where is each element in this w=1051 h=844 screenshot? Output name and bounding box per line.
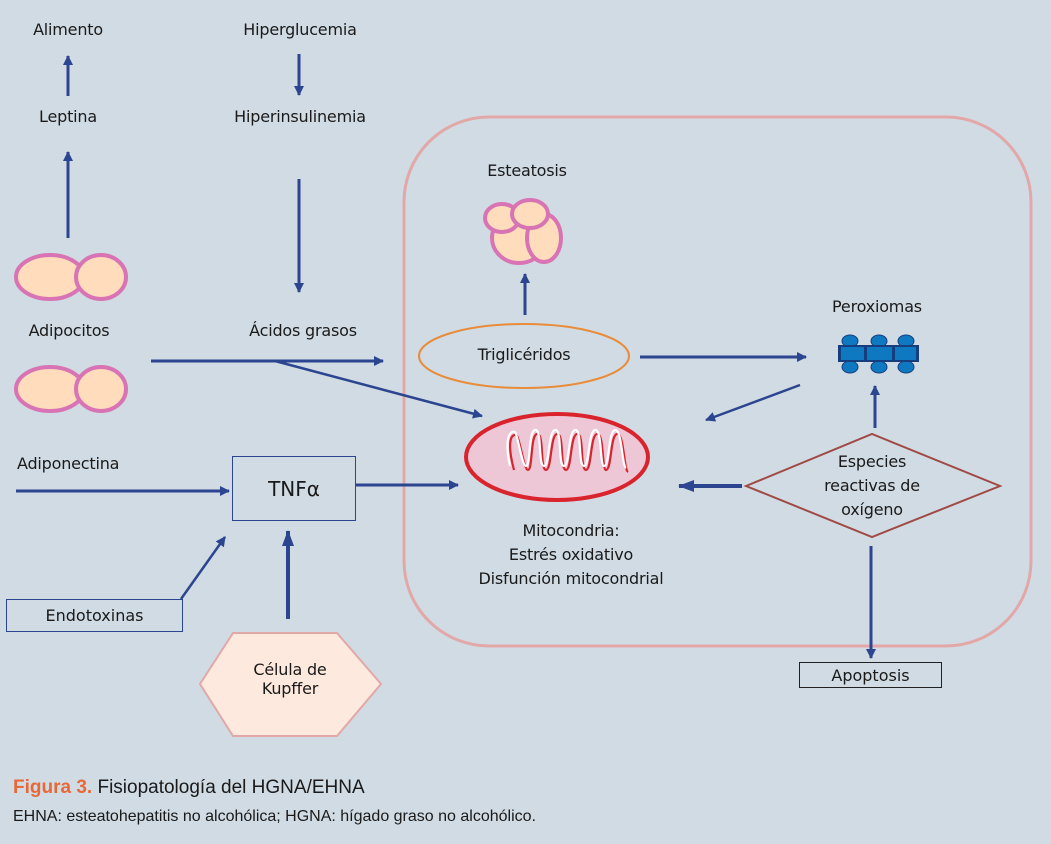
- figure-caption-title: Figura 3. Fisiopatología del HGNA/EHNA: [13, 777, 365, 799]
- hepatocyte-boundary: [402, 115, 1033, 648]
- figure-title: Fisiopatología del HGNA/EHNA: [92, 777, 365, 798]
- label-mito-line-2: Estrés oxidativo: [508, 545, 634, 564]
- label-hiperinsulinemia: Hiperinsulinemia: [234, 107, 366, 126]
- arrow-peroxisomes-to-mitochondria: [705, 383, 801, 422]
- label-peroxiomas: Peroxiomas: [832, 297, 922, 316]
- arrow-fatty-acids-to-mitochondria: [274, 359, 483, 419]
- triglycerides-node: [418, 323, 630, 389]
- label-mito-line-3: Disfunción mitocondrial: [478, 569, 664, 588]
- figure-label: Figura 3.: [13, 777, 93, 798]
- kupffer-cell-node: [198, 632, 383, 737]
- arrow-endotoxinas-to-tnf: [179, 536, 227, 600]
- label-esteatosis: Esteatosis: [487, 161, 567, 180]
- apoptosis-node: Apoptosis: [799, 662, 942, 688]
- peroxisome-icon: [838, 334, 919, 374]
- label-ros-line-1: Especies: [837, 452, 907, 471]
- label-adiponectina: Adiponectina: [17, 454, 120, 473]
- label-kupffer: Célula de Kupffer: [253, 660, 326, 698]
- tnf-alpha-node: TNFα: [232, 456, 356, 521]
- mitochondria-icon: [464, 412, 650, 502]
- label-apoptosis: Apoptosis: [831, 665, 910, 685]
- label-kupffer-line-1: Célula de: [253, 660, 327, 679]
- label-kupffer-line-2: Kupffer: [261, 679, 319, 699]
- label-leptina: Leptina: [39, 107, 97, 126]
- label-ros-line-3: oxígeno: [841, 500, 903, 519]
- label-hiperglucemia: Hiperglucemia: [243, 20, 357, 39]
- ros-node: [743, 432, 1003, 539]
- fat-droplets-icon: [483, 198, 563, 265]
- figure-caption-subtitle: EHNA: esteatohepatitis no alcohólica; HG…: [13, 808, 536, 825]
- label-ros-line-2: reactivas de: [824, 476, 920, 495]
- label-acidos-grasos: Ácidos grasos: [249, 321, 357, 340]
- label-tnf: TNFα: [268, 476, 320, 501]
- label-mito-line-1: Mitocondria:: [522, 521, 620, 540]
- label-trigliceridos: Triglicéridos: [477, 345, 571, 364]
- adipocyte-cell-icon: [14, 253, 128, 301]
- label-adipocitos: Adipocitos: [28, 321, 110, 340]
- endotoxins-node: Endotoxinas: [6, 599, 183, 632]
- label-mitocondria: Mitocondria: Estrés oxidativo Disfunción…: [479, 519, 664, 591]
- label-alimento: Alimento: [33, 20, 103, 39]
- label-endotoxinas: Endotoxinas: [45, 606, 144, 625]
- label-ros: Especies reactivas de oxígeno: [824, 450, 920, 522]
- adipocyte-cell-icon: [14, 365, 128, 413]
